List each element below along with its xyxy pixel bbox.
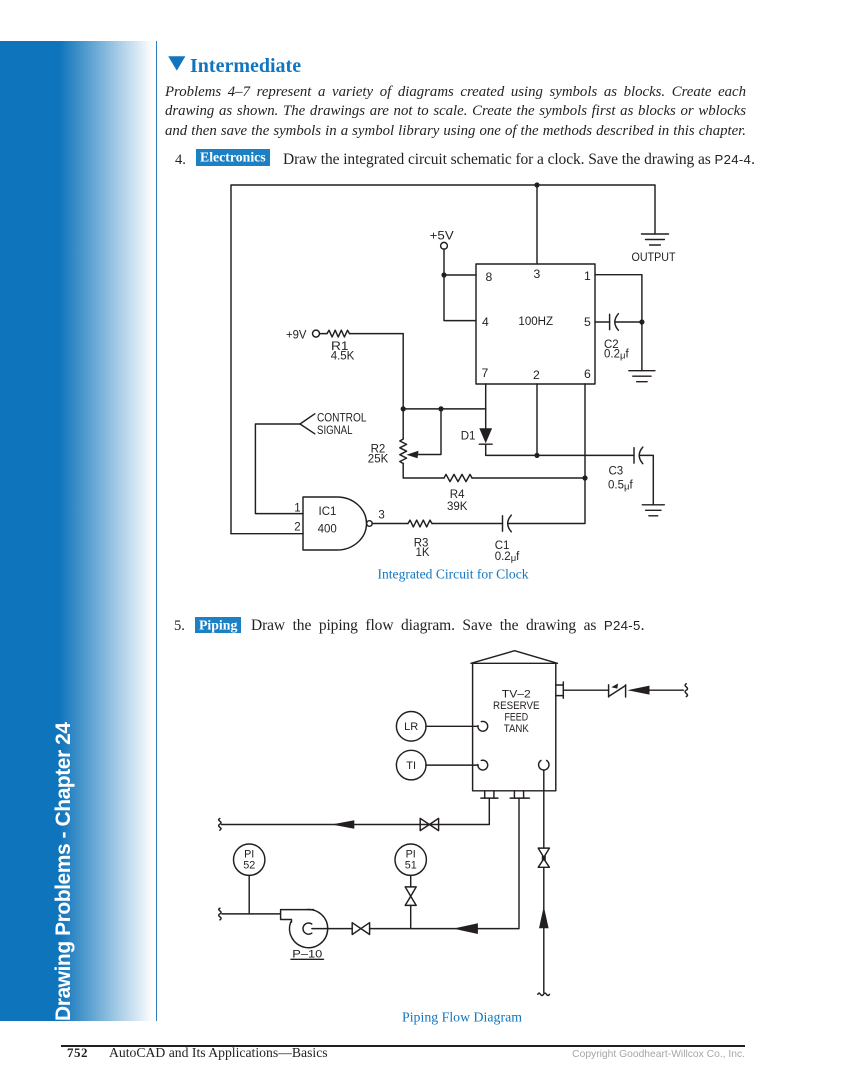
svg-text:LR: LR: [404, 721, 418, 733]
svg-text:TANK: TANK: [504, 723, 529, 735]
svg-text:P–10: P–10: [292, 948, 322, 960]
svg-text:400: 400: [318, 524, 337, 536]
svg-text:FEED: FEED: [505, 712, 529, 724]
svg-text:OUTPUT: OUTPUT: [632, 252, 676, 264]
svg-text:TV–2: TV–2: [502, 688, 531, 700]
svg-text:51: 51: [405, 860, 417, 872]
svg-text:0.2μf: 0.2μf: [495, 551, 520, 564]
svg-text:RESERVE: RESERVE: [493, 700, 540, 712]
svg-text:1: 1: [584, 269, 591, 283]
svg-text:R3: R3: [414, 537, 429, 549]
svg-text:CONTROL: CONTROL: [317, 413, 367, 425]
svg-text:4: 4: [482, 315, 489, 329]
svg-text:R1: R1: [331, 341, 349, 353]
svg-text:R2: R2: [371, 444, 386, 456]
svg-text:3: 3: [534, 267, 541, 281]
svg-text:2: 2: [533, 368, 540, 382]
svg-text:PI: PI: [244, 849, 254, 861]
svg-text:0.5μf: 0.5μf: [608, 479, 633, 492]
svg-text:4.5K: 4.5K: [331, 351, 355, 363]
svg-text:SIGNAL: SIGNAL: [317, 425, 353, 437]
svg-text:100HZ: 100HZ: [518, 314, 553, 328]
svg-text:+5V: +5V: [430, 231, 454, 243]
svg-text:2: 2: [294, 521, 300, 533]
svg-text:3: 3: [378, 509, 384, 521]
svg-text:D1: D1: [461, 431, 476, 443]
svg-text:1K: 1K: [416, 547, 430, 559]
svg-text:1: 1: [294, 503, 300, 515]
svg-text:TI: TI: [406, 760, 416, 772]
svg-text:C1: C1: [495, 540, 510, 552]
svg-text:0.2μf: 0.2μf: [604, 348, 629, 361]
svg-text:PI: PI: [406, 849, 416, 861]
svg-text:7: 7: [482, 366, 489, 380]
svg-text:IC1: IC1: [319, 506, 337, 518]
svg-text:C2: C2: [604, 339, 619, 351]
svg-text:+9V: +9V: [286, 329, 307, 341]
svg-text:8: 8: [486, 270, 493, 284]
svg-text:25K: 25K: [368, 453, 389, 465]
svg-text:39K: 39K: [447, 501, 468, 513]
svg-text:52: 52: [243, 860, 255, 872]
svg-text:C3: C3: [609, 465, 624, 477]
svg-text:5: 5: [584, 315, 591, 329]
svg-text:Piping Flow Diagram: Piping Flow Diagram: [402, 1011, 522, 1026]
svg-text:R4: R4: [450, 489, 465, 501]
svg-text:6: 6: [584, 367, 591, 381]
svg-text:Integrated Circuit for Clock: Integrated Circuit for Clock: [378, 568, 529, 583]
